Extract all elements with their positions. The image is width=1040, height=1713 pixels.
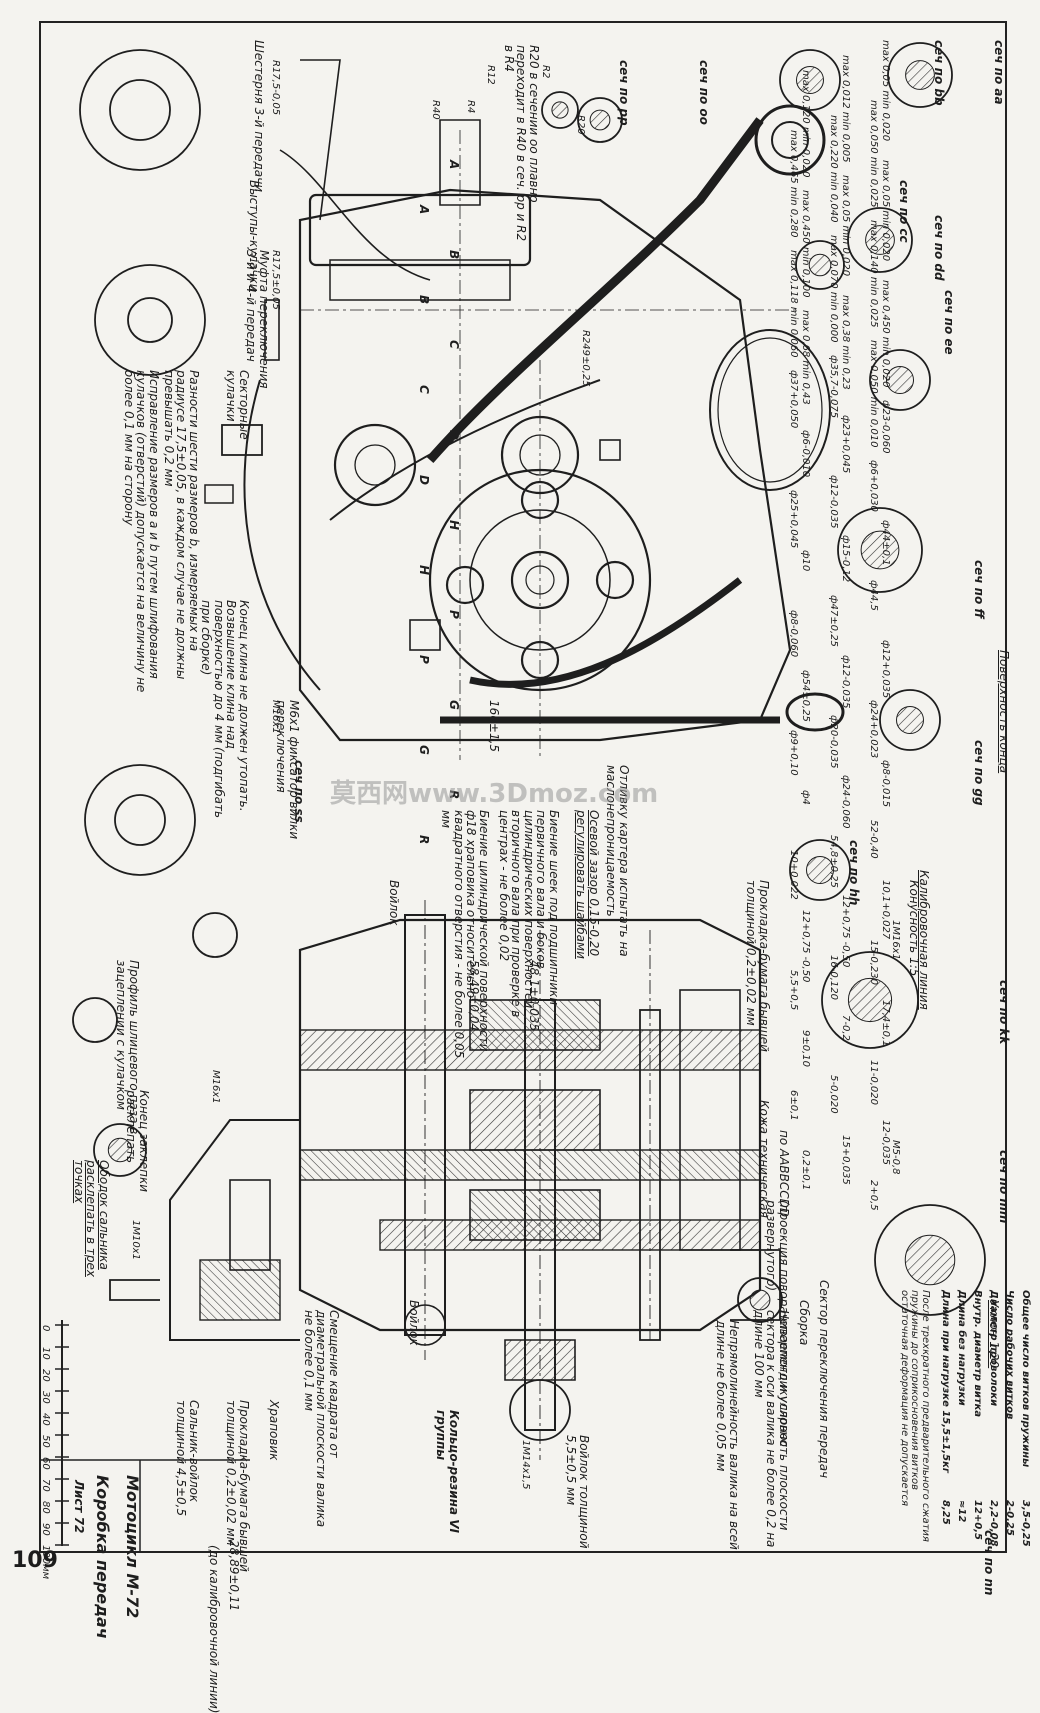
page-number: 109 xyxy=(12,1548,58,1573)
section-detail-hub xyxy=(749,1289,771,1311)
section-view-gearbox xyxy=(109,900,781,1460)
scale-bar xyxy=(55,1320,69,1546)
sheet-frame xyxy=(39,21,1007,1553)
side-view-housing xyxy=(204,59,845,760)
section-detail-hub xyxy=(806,856,834,884)
section-detail-circle xyxy=(541,91,579,129)
section-detail-hub xyxy=(865,225,895,255)
section-detail-hub xyxy=(847,977,893,1023)
technical-drawing xyxy=(39,21,1007,1553)
section-detail-hub xyxy=(589,109,611,131)
section-detail-circle xyxy=(795,240,845,290)
section-detail-hub xyxy=(904,1234,956,1286)
section-details-upper xyxy=(93,42,986,1323)
section-detail-circle xyxy=(93,1123,147,1177)
section-detail-circle xyxy=(887,42,953,108)
section-detail-hub xyxy=(551,101,569,119)
section-detail-hub xyxy=(808,253,832,277)
section-detail-circle xyxy=(837,507,923,593)
section-detail-circle xyxy=(789,839,851,901)
section-details-lower-left xyxy=(72,49,238,1043)
watermark: 莫西网www.3Dmoz.com xyxy=(330,779,659,809)
section-detail-hub xyxy=(905,60,935,90)
section-detail-circle xyxy=(577,97,623,143)
section-detail-circle xyxy=(779,49,841,111)
section-detail-hub xyxy=(886,366,914,394)
section-detail-circle xyxy=(874,1204,986,1316)
section-detail-circle xyxy=(869,349,931,411)
section-detail-circle xyxy=(821,951,919,1049)
section-detail-hub xyxy=(860,530,900,570)
section-detail-hub xyxy=(796,66,824,94)
section-detail-hub xyxy=(107,1137,133,1163)
section-detail-hub xyxy=(896,706,924,734)
section-detail-circle xyxy=(847,207,913,273)
section-detail-circle xyxy=(879,689,941,751)
